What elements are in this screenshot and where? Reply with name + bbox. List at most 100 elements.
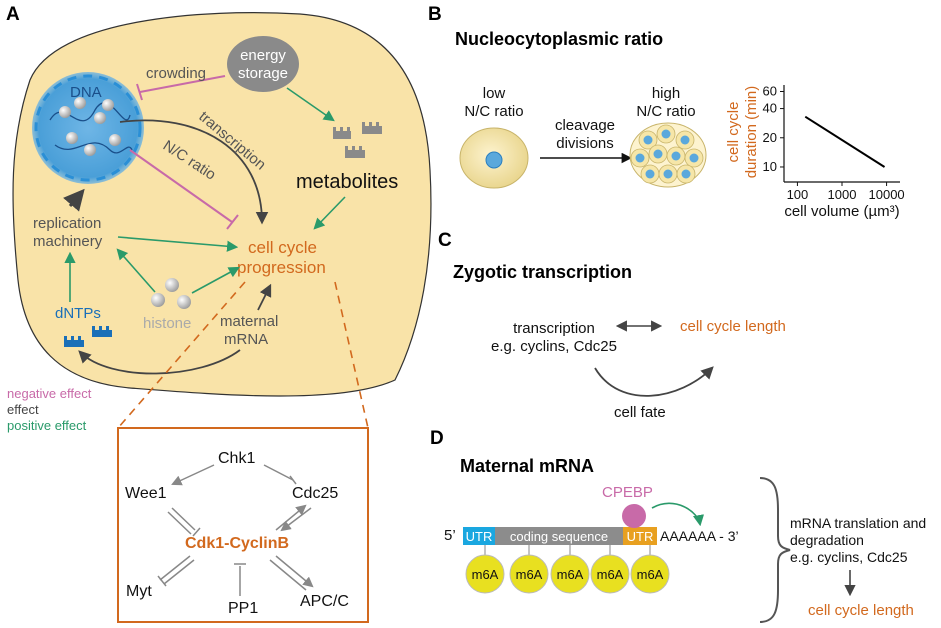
crowding-label: crowding bbox=[146, 65, 206, 82]
inset-myt: Myt bbox=[126, 583, 152, 600]
m6a-label: m6A bbox=[597, 567, 624, 582]
d-right-line-2: degradation bbox=[790, 532, 864, 548]
cleavage-label-1: cleavage bbox=[555, 117, 615, 134]
coding-sequence-label: coding sequence bbox=[510, 529, 608, 544]
inset-cdk1-cyclinb: Cdk1-CyclinB bbox=[185, 535, 289, 552]
d-right-line-3: e.g. cyclins, Cdc25 bbox=[790, 549, 908, 565]
m6a-bead bbox=[630, 554, 670, 594]
nc-ratio-inhibit-line bbox=[129, 149, 233, 223]
low-nc-nucleus bbox=[485, 151, 503, 169]
cpebp-protein bbox=[622, 504, 646, 528]
m6a-bead bbox=[590, 554, 630, 594]
dna-label: DNA bbox=[70, 84, 102, 101]
five-prime-label: 5’ bbox=[444, 527, 456, 544]
utr-left-label: UTR bbox=[466, 529, 493, 544]
panel-d-letter: D bbox=[430, 428, 444, 449]
zygotic-right: cell cycle length bbox=[680, 318, 786, 335]
legend-positive: positive effect bbox=[7, 418, 87, 433]
transcription-arrow bbox=[119, 119, 269, 225]
chart-ylabel-2: duration (min) bbox=[743, 86, 760, 179]
nucleus bbox=[32, 72, 144, 184]
maternal-label-1: maternal bbox=[220, 313, 278, 330]
crowding-bar bbox=[136, 83, 143, 101]
m6a-label: m6A bbox=[472, 567, 499, 582]
maternal-to-dntps-arrow bbox=[78, 349, 241, 375]
legend-effect: effect bbox=[7, 402, 39, 417]
cpebp-label: CPEBP bbox=[602, 484, 653, 501]
cell-fate-arrow bbox=[594, 366, 714, 397]
chart-xlabel: cell volume (µm³) bbox=[784, 203, 899, 220]
m6a-label: m6A bbox=[516, 567, 543, 582]
nc-ratio-bar bbox=[226, 214, 239, 230]
curly-brace bbox=[759, 477, 791, 623]
d-result-label: cell cycle length bbox=[808, 602, 914, 619]
inset-apcc: APC/C bbox=[300, 593, 349, 610]
inset-edges bbox=[157, 464, 314, 596]
inset-pp1: PP1 bbox=[228, 600, 258, 617]
dntps-icon bbox=[64, 326, 112, 347]
metabolites-arrow bbox=[313, 196, 346, 230]
utr-right-box bbox=[623, 527, 657, 545]
cpebp-arrow bbox=[651, 502, 705, 527]
maternal-label-2: mRNA bbox=[224, 331, 268, 348]
zoom-line-left bbox=[117, 281, 246, 429]
panel-b-letter: B bbox=[428, 4, 442, 25]
replication-to-cellcycle-arrow bbox=[117, 236, 239, 252]
utr-left-box bbox=[463, 527, 495, 545]
m6a-bead bbox=[550, 554, 590, 594]
zygotic-left-2: e.g. cyclins, Cdc25 bbox=[491, 338, 617, 355]
x-tick-label: 1000 bbox=[828, 187, 857, 202]
energy-label-1: energy bbox=[240, 47, 286, 64]
chart-ylabel-1: cell cycle bbox=[725, 102, 742, 163]
m6a-label: m6A bbox=[557, 567, 584, 582]
panel-b-title: Nucleocytoplasmic ratio bbox=[455, 29, 663, 49]
m6a-label: m6A bbox=[637, 567, 664, 582]
cell-cycle-label-1: cell cycle bbox=[248, 238, 317, 257]
coding-sequence-box bbox=[495, 527, 623, 545]
energy-label-2: storage bbox=[238, 65, 288, 82]
x-tick-label: 10000 bbox=[869, 187, 905, 202]
m6a-bead bbox=[509, 554, 549, 594]
m6a-bead bbox=[465, 554, 505, 594]
metabolites-label: metabolites bbox=[296, 171, 398, 193]
cleavage-label-2: divisions bbox=[556, 135, 614, 152]
low-nc-label-2: N/C ratio bbox=[464, 103, 523, 120]
x-tick-label: 100 bbox=[787, 187, 809, 202]
cell-fate-label: cell fate bbox=[614, 404, 666, 421]
m6a-group: m6A m6A m6A m6A m6A bbox=[465, 545, 670, 594]
y-tick-label: 40 bbox=[763, 101, 777, 116]
zygotic-left-1: transcription bbox=[513, 320, 595, 337]
histone-icon bbox=[151, 278, 191, 309]
replication-label-1: replication bbox=[33, 215, 101, 232]
replication-label-2: machinery bbox=[33, 233, 103, 250]
low-nc-label-1: low bbox=[483, 85, 506, 102]
y-tick-label: 10 bbox=[763, 159, 777, 174]
metabolites-icon bbox=[333, 122, 382, 158]
nc-chart: cell cycle duration (min) 100 1000 10000 10… bbox=[725, 83, 905, 220]
dntps-label: dNTPs bbox=[55, 305, 101, 322]
zoom-line-right bbox=[334, 281, 369, 429]
histone-to-replication-arrow bbox=[116, 248, 156, 293]
crowding-inhibit-line bbox=[139, 75, 226, 93]
high-nc-label-2: N/C ratio bbox=[636, 103, 695, 120]
inset-wee1: Wee1 bbox=[125, 485, 167, 502]
panel-c-title: Zygotic transcription bbox=[453, 262, 632, 282]
cell-body bbox=[12, 12, 432, 397]
dna-replication-arrow bbox=[63, 188, 85, 212]
poly-a-tail: AAAAAA - 3’ bbox=[660, 528, 739, 544]
cdk1-inset-box bbox=[117, 427, 369, 623]
y-tick-label: 60 bbox=[763, 83, 777, 98]
histone-to-cellcycle-arrow bbox=[191, 266, 240, 294]
y-tick-label: 20 bbox=[763, 130, 777, 145]
inset-chk1: Chk1 bbox=[218, 450, 255, 467]
panel-d-title: Maternal mRNA bbox=[460, 456, 594, 476]
chart-series-line bbox=[804, 115, 886, 168]
d-right-line-1: mRNA translation and bbox=[790, 515, 926, 531]
panel-c-letter: C bbox=[438, 230, 452, 251]
energy-storage-blob bbox=[227, 36, 299, 92]
cell-cycle-label-2: progression bbox=[237, 258, 326, 277]
panel-a-letter: A bbox=[6, 4, 20, 25]
high-nc-label-1: high bbox=[652, 85, 680, 102]
maternal-to-cellcycle-arrow bbox=[257, 283, 272, 311]
